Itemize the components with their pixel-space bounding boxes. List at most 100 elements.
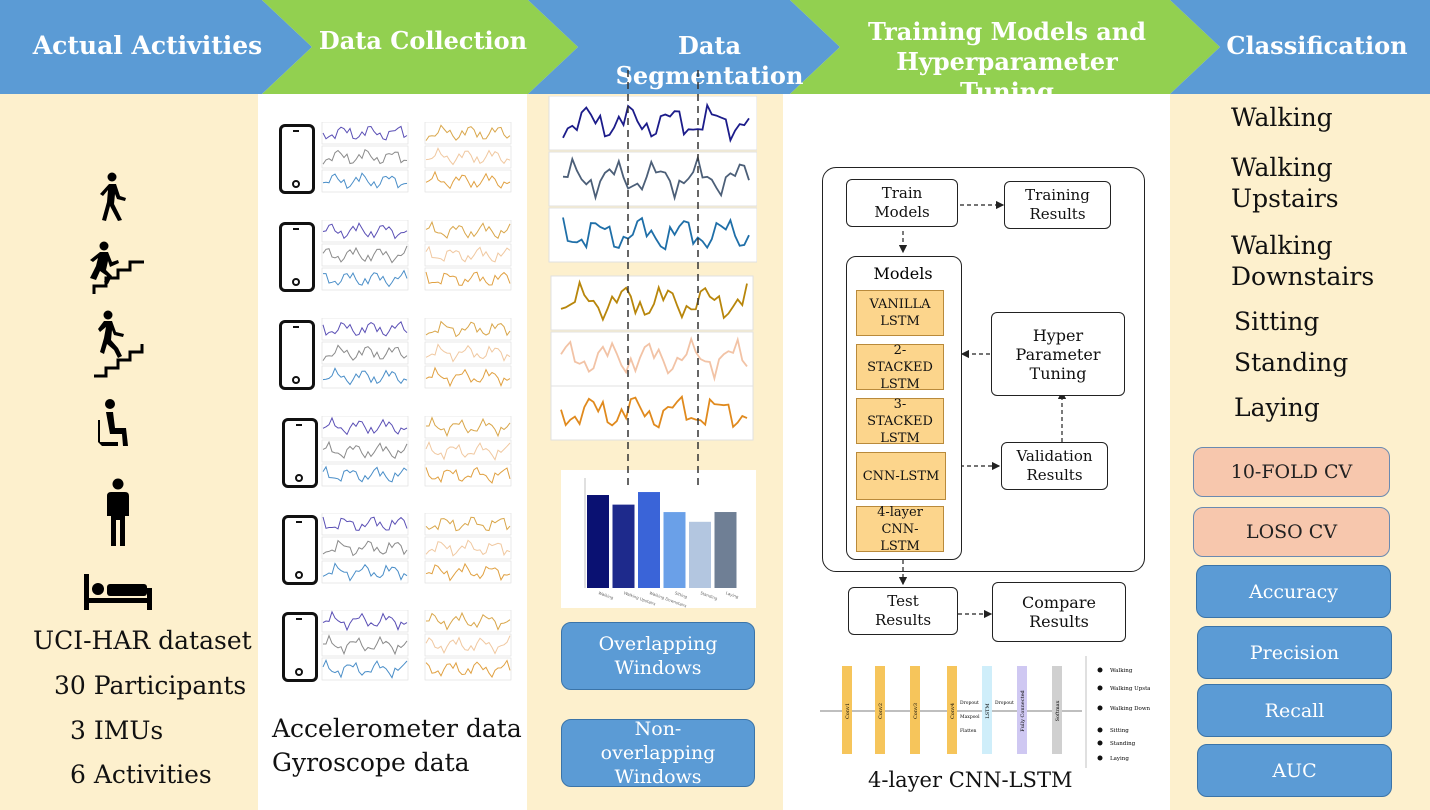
layer-note: Dropout <box>995 700 1014 706</box>
layer-label: Conv2 <box>878 703 884 719</box>
sensor-signal-plot <box>321 220 512 291</box>
signal-frame <box>550 275 754 331</box>
stage-arrow-4 <box>790 0 1220 94</box>
metric-accuracy: Accuracy <box>1196 565 1391 618</box>
bar-tick-label: Walking <box>598 590 615 600</box>
class-walking-downstairs: Walking Downstairs <box>1231 231 1375 291</box>
output-activity-icon <box>1097 685 1103 691</box>
output-label: Standing <box>1110 741 1136 747</box>
layer-note: Flatten <box>960 728 977 734</box>
loso-cv: LOSO CV <box>1193 507 1390 557</box>
output-activity-icon <box>1097 667 1103 673</box>
training-frame <box>822 167 1145 572</box>
layer-label: Conv4 <box>950 703 956 719</box>
layer-label: Softmax <box>1055 700 1061 721</box>
layer-label: Conv1 <box>845 703 851 719</box>
layer-label: Fully Connected <box>1020 689 1026 731</box>
signal-frame <box>550 385 754 441</box>
sensor-signal-plot <box>321 318 512 389</box>
smartphone-icon <box>279 124 315 194</box>
layer-note: Dropout <box>960 700 979 706</box>
bar-tick-label: Laying <box>725 590 740 599</box>
output-label: Walking <box>1110 668 1133 674</box>
output-label: Sitting <box>1110 728 1129 734</box>
walking-upstairs-icon <box>90 241 144 294</box>
overlapping-windows: Overlapping Windows <box>561 622 755 690</box>
stage-classification: Classification <box>1226 31 1408 60</box>
layer-conv1 <box>842 666 852 754</box>
bar-walking-upstairs <box>612 504 635 588</box>
stage-data-collection: Data Collection <box>318 26 528 55</box>
accelerometer-label: Accelerometer data <box>272 714 522 743</box>
training-results-box: Training Results <box>1004 181 1111 229</box>
bar-walking-downstairs <box>638 492 660 588</box>
stage-arrow-3 <box>528 0 840 94</box>
signal-frame <box>548 151 757 207</box>
layer-conv2 <box>875 666 885 754</box>
participants-label: 30 Participants <box>54 671 247 700</box>
compare-results-box: Compare Results <box>992 582 1126 642</box>
stage-arrow-1 <box>0 0 312 94</box>
output-label: Laying <box>1110 756 1129 762</box>
metric-precision: Precision <box>1197 626 1392 679</box>
bar-sitting <box>663 512 686 588</box>
ten-fold-cv: 10-FOLD CV <box>1193 447 1390 497</box>
standing-icon <box>107 478 129 546</box>
signal-trace <box>562 102 750 144</box>
sensor-signal-plot <box>321 513 512 584</box>
layer-fully-connected <box>1017 666 1027 754</box>
walking-downstairs-icon <box>94 310 144 378</box>
bar-walking <box>587 495 609 588</box>
stage-data-segmentation: Data Segmentation <box>615 31 804 90</box>
metric-recall: Recall <box>1197 684 1392 737</box>
train-models-box: Train Models <box>846 179 958 227</box>
layer-note: Maxpool <box>960 714 980 720</box>
non-overlapping-windows: Non-overlapping Windows <box>561 718 755 788</box>
activities-count-label: 6 Activities <box>70 760 212 789</box>
output-activity-icon <box>1097 727 1103 733</box>
class-walking: Walking <box>1231 103 1333 132</box>
output-label: Walking Upstairs <box>1110 686 1150 692</box>
segmentation-signals <box>548 96 757 441</box>
class-walking-upstairs: Walking Upstairs <box>1231 153 1339 213</box>
model-vanilla-lstm: VANILLA LSTM <box>856 290 944 336</box>
output-label: Walking Downstairs <box>1110 706 1150 712</box>
smartphone-icon <box>282 515 318 585</box>
layer-label: LSTM <box>985 703 991 718</box>
signal-frame <box>548 96 757 151</box>
bar-tick-label: Standing <box>700 590 719 601</box>
model-3-stacked-lstm: 3-STACKED LSTM <box>856 397 944 446</box>
dataset-label: UCI-HAR dataset <box>33 626 252 655</box>
stage-training: Training Models and Hyperparameter Tunin… <box>868 17 1146 106</box>
imus-label: 3 IMUs <box>70 716 164 745</box>
laying-icon <box>84 574 152 610</box>
walking-icon <box>100 172 126 221</box>
sensor-signal-plot <box>321 122 512 193</box>
output-activity-icon <box>1097 740 1103 746</box>
layer-label: Conv3 <box>913 703 919 719</box>
stage-arrow-5 <box>1170 0 1430 94</box>
smartphone-icon <box>282 612 318 682</box>
smartphone-icon <box>279 320 315 390</box>
signal-trace <box>560 336 748 382</box>
stage-arrow-2 <box>262 0 578 94</box>
pipeline-banner <box>0 0 1430 94</box>
smartphone-icon <box>279 222 315 292</box>
bar-laying <box>714 512 737 588</box>
activities-panel <box>0 93 258 810</box>
hyperparameter-tuning-box: Hyper Parameter Tuning <box>991 312 1125 396</box>
architecture-caption: 4-layer CNN-LSTM <box>868 768 1073 792</box>
gyroscope-label: Gyroscope data <box>272 748 470 777</box>
signal-trace <box>560 279 748 322</box>
signal-trace <box>560 394 748 429</box>
models-title: Models <box>873 264 933 283</box>
class-sitting: Sitting <box>1234 307 1320 336</box>
output-activity-icon <box>1097 755 1103 761</box>
smartphone-icon <box>282 418 318 488</box>
sensor-signal-plot <box>321 610 512 681</box>
layer-conv4 <box>947 666 957 754</box>
bar-tick-label: Sitting <box>674 590 688 599</box>
window-dashed-lines <box>627 70 699 490</box>
